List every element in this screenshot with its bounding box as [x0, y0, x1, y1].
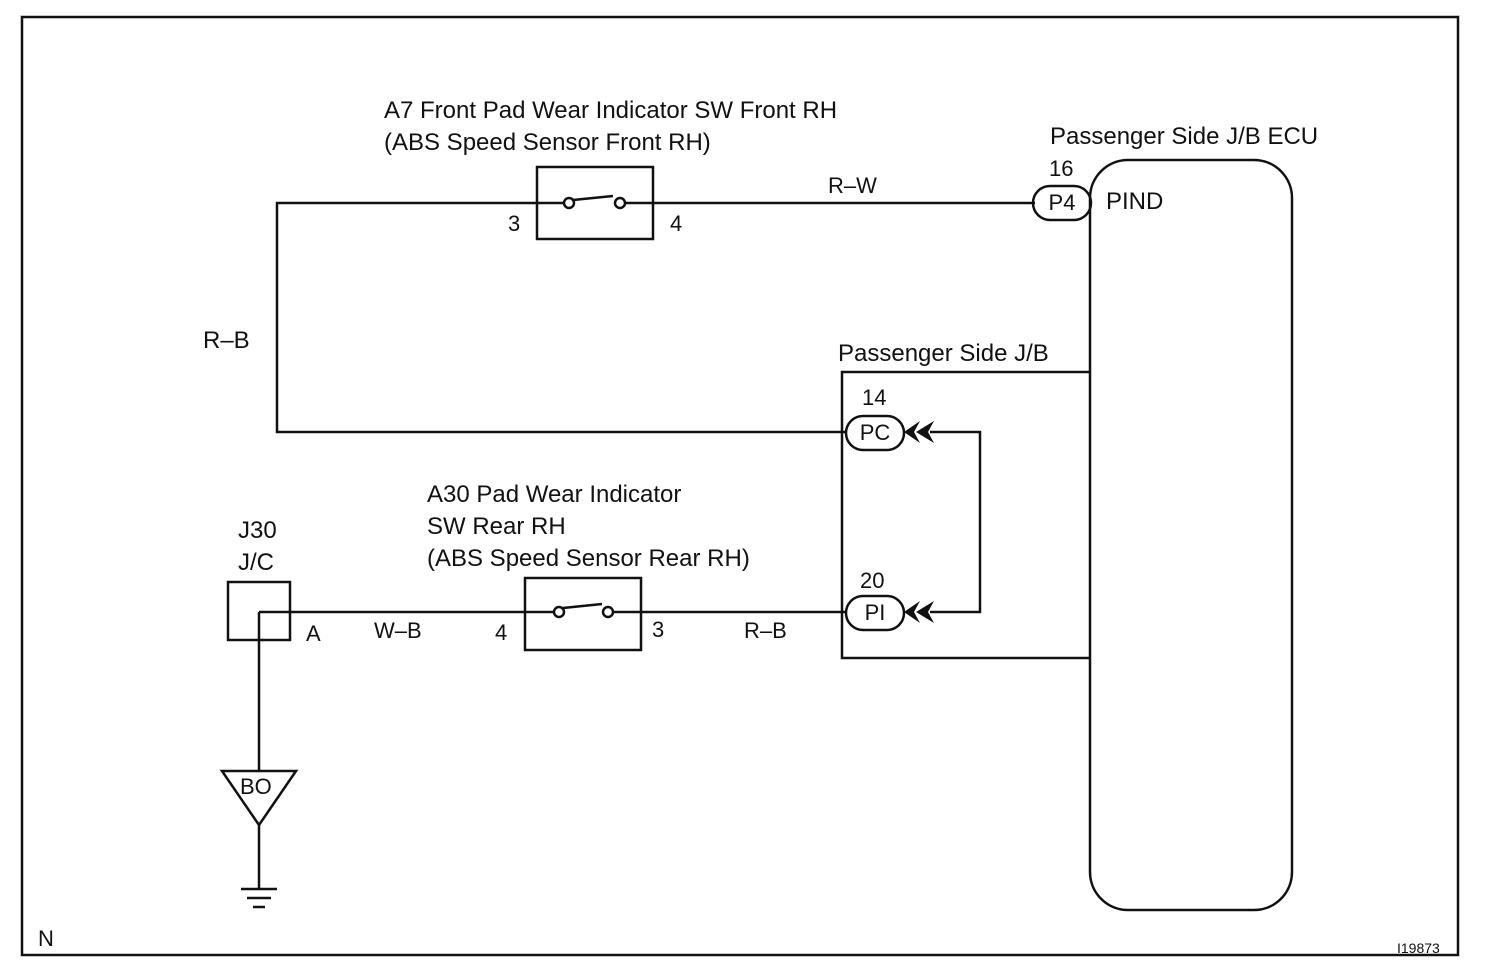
ecu-terminal-pind: PIND [1106, 188, 1164, 215]
wire-label-r-w: R–W [828, 173, 877, 198]
figure-number: I19873 [1397, 940, 1440, 956]
front-switch-contact-left [562, 196, 576, 210]
pi-pin-number: 20 [860, 568, 885, 593]
ecu-title: Passenger Side J/B ECU [1050, 123, 1319, 150]
rear-switch-pin-left: 4 [495, 620, 508, 645]
wire-label-w-b: W–B [374, 618, 422, 643]
front-switch-blade [572, 194, 614, 202]
connector-pi-label: PI [864, 600, 886, 625]
front-switch-title: A7 Front Pad Wear Indicator SW Front RH [384, 97, 838, 124]
pc-pin-number: 14 [862, 385, 887, 410]
junction-block-outline [840, 370, 1090, 660]
rear-switch-box [523, 576, 643, 652]
connector-pi [844, 594, 906, 632]
junction-connector-type: J/C [238, 549, 274, 576]
pi-chevron-1 [904, 601, 920, 623]
rear-switch-contact-right [601, 605, 615, 619]
wire-label-r-b-right: R–B [744, 618, 787, 643]
pc-chevron-2 [916, 421, 934, 443]
diagram-border [20, 15, 1460, 957]
junction-block-title: Passenger Side J/B [838, 340, 1049, 367]
wire-pc-pi-loop [930, 430, 982, 614]
front-switch-pin-right: 4 [670, 211, 683, 236]
front-switch-contact-right [613, 196, 627, 210]
junction-connector-id: J30 [238, 517, 277, 544]
rear-switch-pin-right: 3 [652, 617, 665, 642]
footer-left-code: N [38, 926, 54, 951]
pc-chevron-1 [904, 421, 920, 443]
rear-switch-title: A30 Pad Wear Indicator [427, 481, 682, 508]
wire-label-r-b-left: R–B [203, 327, 250, 354]
ecu-body [1088, 158, 1294, 912]
connector-p4 [1031, 184, 1093, 222]
connector-p4-label: P4 [1048, 190, 1076, 215]
junction-connector-terminal: A [306, 621, 321, 646]
rear-switch-subtitle: SW Rear RH [427, 513, 566, 540]
connector-pc [844, 414, 906, 452]
front-switch-pin-left: 3 [508, 211, 521, 236]
ground-label: BO [240, 774, 272, 799]
ground-triangle [219, 769, 299, 828]
pi-chevron-2 [916, 601, 934, 623]
rear-switch-contact-left [552, 605, 566, 619]
connector-pc-label: PC [859, 420, 891, 445]
wire-r-b-left [275, 201, 846, 434]
rear-switch-note: (ABS Speed Sensor Rear RH) [427, 545, 750, 572]
rear-switch-blade [562, 602, 603, 610]
front-switch-subtitle: (ABS Speed Sensor Front RH) [384, 129, 711, 156]
ecu-pin-number: 16 [1049, 156, 1074, 181]
